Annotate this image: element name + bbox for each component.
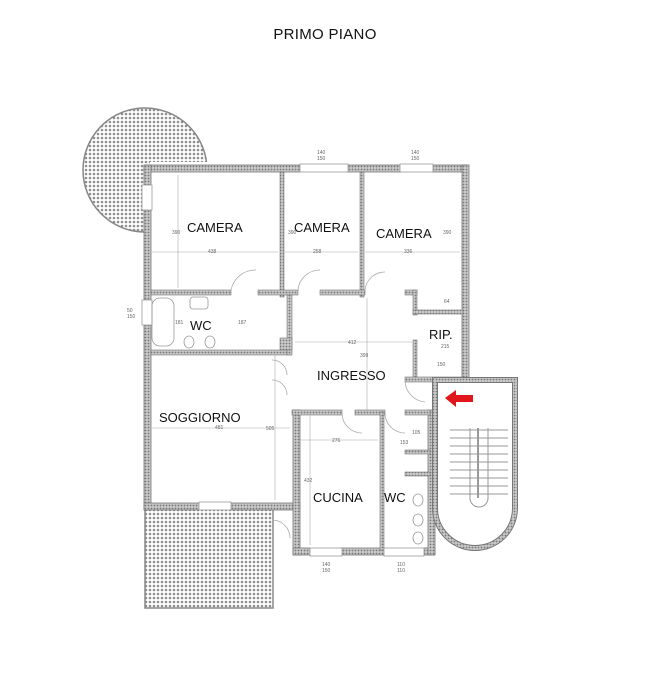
room-label-ripostiglio: RIP. [429, 327, 453, 342]
windows [141, 163, 434, 557]
dim-wc-1-b: 187 [238, 320, 247, 326]
dim-soggiorno-width: 481 [215, 425, 224, 431]
dim-rip-a: 64 [444, 299, 450, 305]
dim-rip-c: 150 [437, 362, 446, 368]
dim-window-camera-2-a: 140 [317, 150, 326, 156]
doors [230, 269, 426, 539]
room-label-cucina: CUCINA [313, 490, 363, 505]
bathroom-fixtures [151, 296, 424, 545]
dim-wc-1-a: 181 [175, 320, 184, 326]
room-label-soggiorno: SOGGIORNO [159, 410, 241, 425]
dim-camera-2-width: 258 [313, 249, 322, 255]
dim-window-camera-3-b: 150 [411, 156, 420, 162]
entrance-arrow-icon [445, 390, 473, 407]
room-label-wc-1: WC [190, 318, 212, 333]
dim-window-wc-2-b: 110 [397, 568, 405, 574]
dim-window-wc-1-a: 50 [127, 308, 133, 314]
room-label-camera-1: CAMERA [187, 220, 243, 235]
outer-walls [143, 164, 470, 556]
dim-wc-2-a: 153 [400, 440, 409, 446]
room-label-camera-2: CAMERA [294, 220, 350, 235]
terrace [144, 507, 274, 609]
dim-window-wc-2-a: 110 [397, 562, 405, 568]
dim-camera-1-width: 438 [208, 249, 217, 255]
dim-ingresso-depth: 399 [360, 353, 369, 359]
dim-soggiorno-depth: 505 [266, 426, 275, 432]
dim-camera-3-width: 336 [404, 249, 413, 255]
dim-window-wc-1-b: 150 [127, 314, 136, 320]
dim-window-camera-2-b: 150 [317, 156, 326, 162]
dim-window-cucina-a: 140 [322, 562, 331, 568]
staircase [432, 377, 518, 551]
plan-title: PRIMO PIANO [273, 26, 377, 43]
dim-ingresso-width: 412 [348, 340, 357, 346]
dimension-lines [152, 175, 460, 545]
dim-camera-1-depth: 390 [172, 230, 181, 236]
dim-rip-b: 215 [441, 344, 450, 350]
room-label-wc-2: WC [384, 490, 406, 505]
dim-window-cucina-b: 150 [322, 568, 331, 574]
dim-wc-2-b: 105 [412, 430, 421, 436]
dim-camera-3-depth: 390 [443, 230, 452, 236]
dim-cucina-depth: 432 [304, 478, 313, 484]
room-label-ingresso: INGRESSO [317, 368, 386, 383]
dim-cucina-width: 276 [332, 438, 341, 444]
dim-camera-2-depth: 390 [288, 230, 297, 236]
dim-window-camera-3-a: 140 [411, 150, 420, 156]
room-label-camera-3: CAMERA [376, 226, 432, 241]
